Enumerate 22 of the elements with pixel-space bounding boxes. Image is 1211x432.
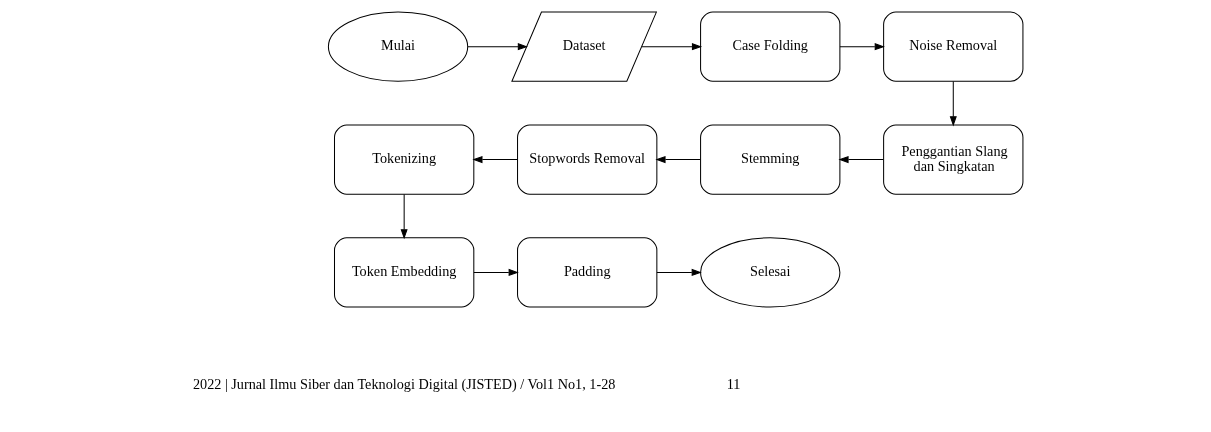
arrow	[472, 156, 518, 164]
arrow	[949, 81, 957, 127]
node-box: Token Embedding	[334, 237, 475, 308]
arrow	[656, 268, 702, 276]
arrow	[655, 156, 701, 164]
arrow	[641, 43, 703, 51]
label: 2022 | Jurnal Ilmu Siber dan Teknologi Digital (JISTED) / Vol1 No1, 1-28	[192, 376, 616, 393]
node-box: Penggantian Slang dan Singkatan	[883, 124, 1024, 195]
node-box: Tokenizing	[334, 124, 475, 195]
arrow	[473, 268, 519, 276]
arrow	[838, 156, 884, 164]
node-box: Stopwords Removal	[517, 124, 658, 195]
node-box: Case Folding	[700, 11, 841, 82]
node-box: Noise Removal	[883, 11, 1024, 82]
node-box: Stemming	[700, 124, 841, 195]
node-ellipse: Selesai	[700, 237, 841, 308]
arrow	[400, 193, 408, 240]
arrow	[839, 43, 885, 51]
node-ellipse: Mulai	[327, 11, 469, 82]
node-box: Padding	[517, 237, 658, 308]
arrow	[467, 43, 528, 51]
label: 11	[726, 376, 741, 393]
